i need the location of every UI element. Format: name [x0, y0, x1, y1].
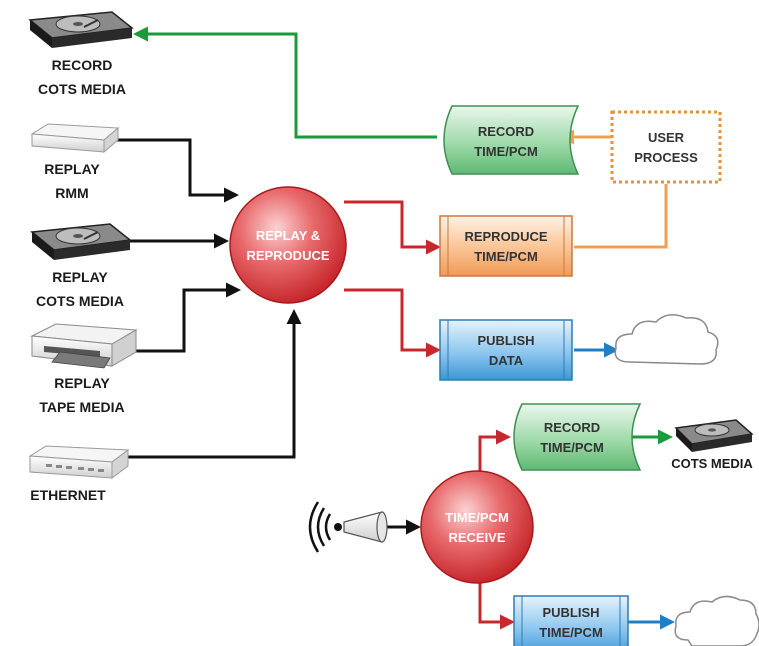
arrow-rmm-to-replay	[108, 138, 239, 203]
ethernet-source: ETHERNET	[28, 445, 130, 503]
publish-time-pcm-label-1: PUBLISH	[542, 605, 599, 620]
record-time-pcm-bottom-shape	[513, 403, 642, 471]
publish-time-pcm-label-2: TIME/PCM	[539, 625, 603, 640]
record-time-pcm-bottom-label-1: RECORD	[544, 420, 600, 435]
connectors	[108, 26, 675, 630]
arrow-ethernet-to-replay	[128, 309, 302, 459]
replay-reproduce-label-2: REPRODUCE	[246, 248, 329, 263]
record-time-pcm-bottom-node: RECORD TIME/PCM	[513, 403, 642, 471]
reproduce-time-pcm-label-2: TIME/PCM	[474, 249, 538, 264]
record-cots-media-label-1: RECORD	[52, 57, 113, 73]
reproduce-time-pcm-node: REPRODUCE TIME/PCM	[439, 215, 573, 277]
replay-reproduce-label-1: REPLAY &	[256, 228, 320, 243]
tape-drive-icon	[30, 323, 138, 369]
replay-tape-media-source: REPLAY TAPE MEDIA	[30, 323, 138, 415]
publish-time-pcm-box	[513, 595, 629, 646]
replay-rmm-label-1: REPLAY	[44, 161, 100, 177]
cots-media-out-label: COTS MEDIA	[671, 456, 753, 471]
record-time-pcm-top-label-2: TIME/PCM	[474, 144, 538, 159]
replay-rmm-source: REPLAY RMM	[30, 123, 120, 201]
user-process-node: USER PROCESS	[610, 110, 722, 184]
arrow-receive-to-record	[478, 429, 511, 472]
hard-drive-icon	[28, 11, 134, 48]
replay-reproduce-circle	[229, 186, 347, 304]
publish-data-label-1: PUBLISH	[477, 333, 534, 348]
arrow-replay-to-publish	[344, 288, 441, 358]
time-pcm-receive-label-1: TIME/PCM	[445, 510, 509, 525]
network-switch-icon	[28, 445, 130, 479]
record-time-pcm-top-label-1: RECORD	[478, 124, 534, 139]
record-cots-media-label-2: COTS MEDIA	[38, 81, 126, 97]
replay-tape-media-label-2: TAPE MEDIA	[39, 399, 124, 415]
replay-reproduce-node: REPLAY & REPRODUCE	[229, 186, 347, 304]
time-pcm-receive-circle	[420, 470, 534, 584]
record-time-pcm-bottom-label-2: TIME/PCM	[540, 440, 604, 455]
record-time-pcm-top-shape	[443, 105, 580, 175]
replay-cots-media-source: REPLAY COTS MEDIA	[30, 223, 132, 309]
publish-data-box	[439, 319, 573, 381]
publish-data-label-2: DATA	[489, 353, 524, 368]
arrow-record-to-cots-media	[133, 26, 437, 139]
arrow-receive-to-publish	[478, 582, 515, 630]
cots-media-out-node: COTS MEDIA	[671, 419, 754, 471]
time-pcm-receive-node: TIME/PCM RECEIVE	[420, 470, 534, 584]
publish-data-node: PUBLISH DATA	[439, 319, 573, 381]
arrow-tape-to-replay	[128, 282, 241, 353]
ethernet-label: ETHERNET	[30, 487, 106, 503]
record-time-pcm-top-node: RECORD TIME/PCM	[443, 105, 580, 175]
time-pcm-receive-label-2: RECEIVE	[448, 530, 505, 545]
cloud-icon	[674, 595, 759, 646]
user-process-box	[610, 110, 722, 184]
replay-rmm-label-2: RMM	[55, 185, 88, 201]
replay-cots-media-label-2: COTS MEDIA	[36, 293, 124, 309]
cloud-icon	[614, 314, 719, 365]
user-process-label-2: PROCESS	[634, 150, 698, 165]
hard-drive-icon	[674, 419, 754, 452]
reproduce-time-pcm-label-1: REPRODUCE	[464, 229, 547, 244]
removable-memory-module-icon	[30, 123, 120, 154]
arrow-replay-to-reproduce	[344, 200, 441, 255]
replay-cots-media-label-1: REPLAY	[52, 269, 108, 285]
replay-tape-media-label-1: REPLAY	[54, 375, 110, 391]
antenna-icon	[308, 501, 388, 553]
user-process-label-1: USER	[648, 130, 685, 145]
publish-time-pcm-node: PUBLISH TIME/PCM	[513, 595, 629, 646]
hard-drive-icon	[30, 223, 132, 260]
record-cots-media-source: RECORD COTS MEDIA	[28, 11, 134, 97]
reproduce-time-pcm-box	[439, 215, 573, 277]
line-user-to-reproduce	[574, 184, 668, 249]
